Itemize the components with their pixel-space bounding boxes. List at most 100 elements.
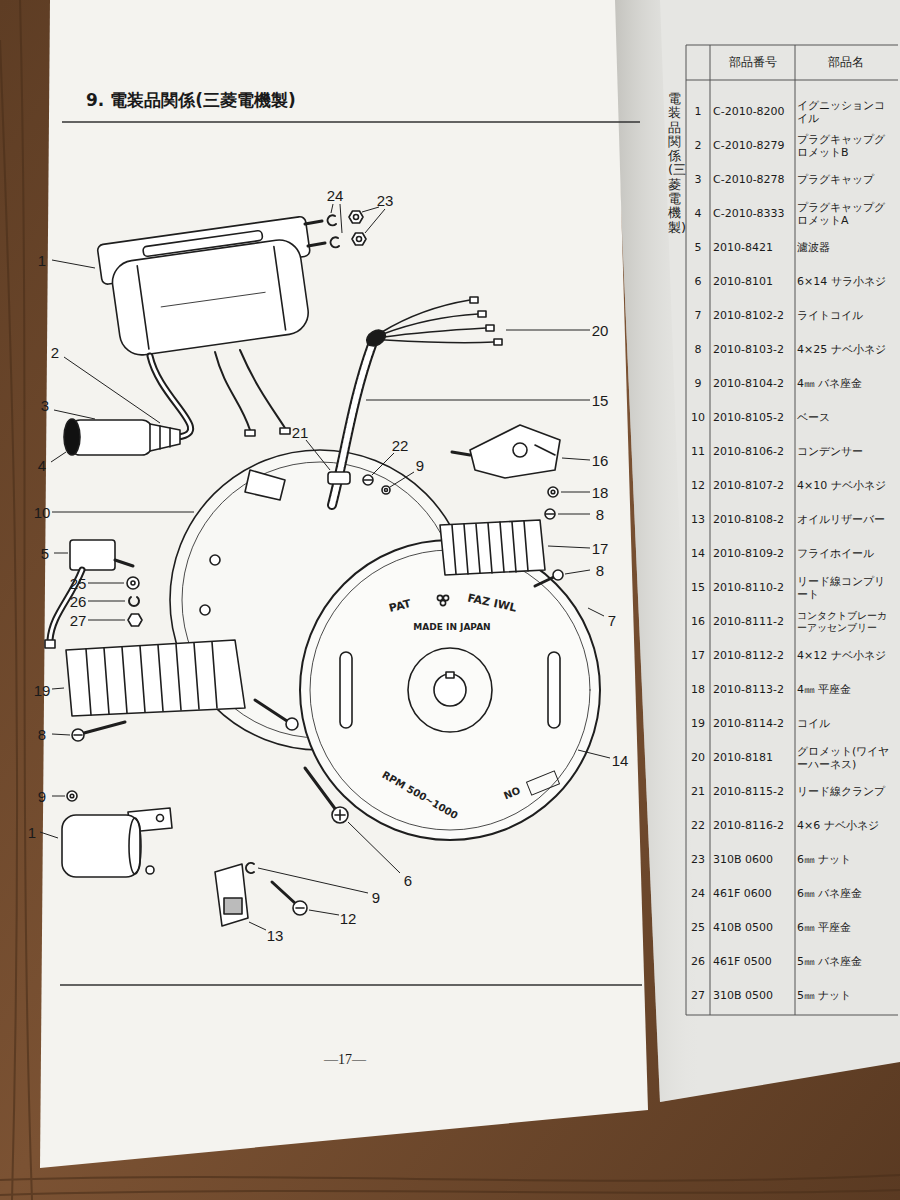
part-number: 2010-8116-2 (713, 819, 793, 832)
part-number: 2010-8105-2 (713, 411, 793, 424)
coil-studs (305, 211, 366, 247)
part-number: 2010-8115-2 (713, 785, 793, 798)
callout-number: 8 (38, 726, 46, 743)
callout-number: 14 (612, 752, 629, 769)
page-title: 9. 電装品関係(三菱電機製) (86, 89, 296, 112)
item-number: 11 (688, 445, 708, 458)
table-rules (686, 45, 898, 1015)
item-number: 22 (688, 819, 708, 832)
item-number: 9 (688, 377, 708, 390)
ignition-coil (97, 216, 321, 359)
part-name: 5㎜ ナット (797, 989, 895, 1002)
condenser (62, 808, 172, 877)
callout-number: 26 (70, 593, 87, 610)
part-number: 2010-8110-2 (713, 581, 793, 594)
item-number: 20 (688, 751, 708, 764)
part-number: 2010-8108-2 (713, 513, 793, 526)
flywheel-marking: PAT (388, 597, 413, 615)
coil-screws (67, 700, 298, 801)
lead-harness (328, 297, 502, 505)
part-name: コンタクトブレーカーアッセンブリー (797, 610, 895, 634)
part-name: リード線クランプ (797, 785, 895, 798)
callout-number: 19 (34, 682, 51, 699)
callout-number: 10 (34, 504, 51, 521)
item-number: 25 (688, 921, 708, 934)
part-number: 2010-8102-2 (713, 309, 793, 322)
part-name: グロメット(ワイヤーハーネス) (797, 745, 895, 771)
flywheel-screw (305, 768, 348, 823)
part-number: 2010-8109-2 (713, 547, 793, 560)
callout-number: 8 (596, 506, 604, 523)
part-number: 410B 0500 (713, 921, 793, 934)
callout-number: 3 (41, 397, 49, 414)
part-name: プラグキャップ (797, 173, 895, 186)
callout-number: 8 (596, 562, 604, 579)
flywheel-marking: NO (502, 785, 522, 802)
callout-number: 12 (340, 910, 357, 927)
part-name: フライホイール (797, 547, 895, 560)
callout-number: 1 (38, 252, 46, 269)
part-number: 2010-8103-2 (713, 343, 793, 356)
part-number: 2010-8181 (713, 751, 793, 764)
item-number: 12 (688, 479, 708, 492)
item-number: 24 (688, 887, 708, 900)
item-number: 8 (688, 343, 708, 356)
flywheel (300, 540, 600, 840)
item-number: 6 (688, 275, 708, 288)
part-name: 濾波器 (797, 241, 895, 254)
part-number: 310B 0500 (713, 989, 793, 1002)
item-number: 4 (688, 207, 708, 220)
part-number: C-2010-8200 (713, 105, 793, 118)
column-header: 部品名 (828, 54, 864, 71)
noise-suppressor (45, 540, 133, 648)
item-number: 14 (688, 547, 708, 560)
part-name: コンデンサー (797, 445, 895, 458)
callout-number: 27 (70, 612, 87, 629)
callout-number: 22 (392, 437, 409, 454)
flywheel-marking: FAZ IWL (466, 591, 517, 614)
callout-number: 23 (377, 192, 394, 209)
part-name: 6㎜ ナット (797, 853, 895, 866)
part-number: 2010-8114-2 (713, 717, 793, 730)
coil-wires (150, 350, 290, 437)
leader-lines (40, 204, 610, 930)
callout-number: 16 (592, 452, 609, 469)
item-number: 5 (688, 241, 708, 254)
part-name: 6㎜ 平座金 (797, 921, 895, 934)
part-number: 2010-8107-2 (713, 479, 793, 492)
item-number: 2 (688, 139, 708, 152)
light-coil (440, 520, 563, 586)
footer-rule (60, 984, 642, 985)
page-number: —17— (324, 1052, 366, 1068)
callout-number: 25 (70, 575, 87, 592)
item-number: 1 (688, 105, 708, 118)
part-name: 6×14 サラ小ネジ (797, 275, 895, 288)
item-number: 10 (688, 411, 708, 424)
contact-breaker (452, 425, 560, 519)
part-number: 461F 0500 (713, 955, 793, 968)
part-number: 2010-8106-2 (713, 445, 793, 458)
callout-number: 20 (592, 322, 609, 339)
callout-number: 17 (592, 540, 609, 557)
callout-number: 13 (267, 927, 284, 944)
item-number: 3 (688, 173, 708, 186)
part-name: プラグキャップグロメットA (797, 201, 895, 227)
part-name: 6㎜ バネ座金 (797, 887, 895, 900)
part-name: ベース (797, 411, 895, 424)
flywheel-marking: RPM 500~1000 (380, 769, 460, 821)
item-number: 7 (688, 309, 708, 322)
part-name: 4㎜ バネ座金 (797, 377, 895, 390)
plug-cap (64, 419, 180, 455)
part-number: 2010-8111-2 (713, 615, 793, 628)
part-name: ライトコイル (797, 309, 895, 322)
part-number: 461F 0600 (713, 887, 793, 900)
part-number: C-2010-8278 (713, 173, 793, 186)
part-number: 310B 0600 (713, 853, 793, 866)
part-name: コイル (797, 717, 895, 730)
callout-number: 15 (592, 392, 609, 409)
item-number: 18 (688, 683, 708, 696)
callout-number: 18 (592, 484, 609, 501)
part-name: 5㎜ バネ座金 (797, 955, 895, 968)
